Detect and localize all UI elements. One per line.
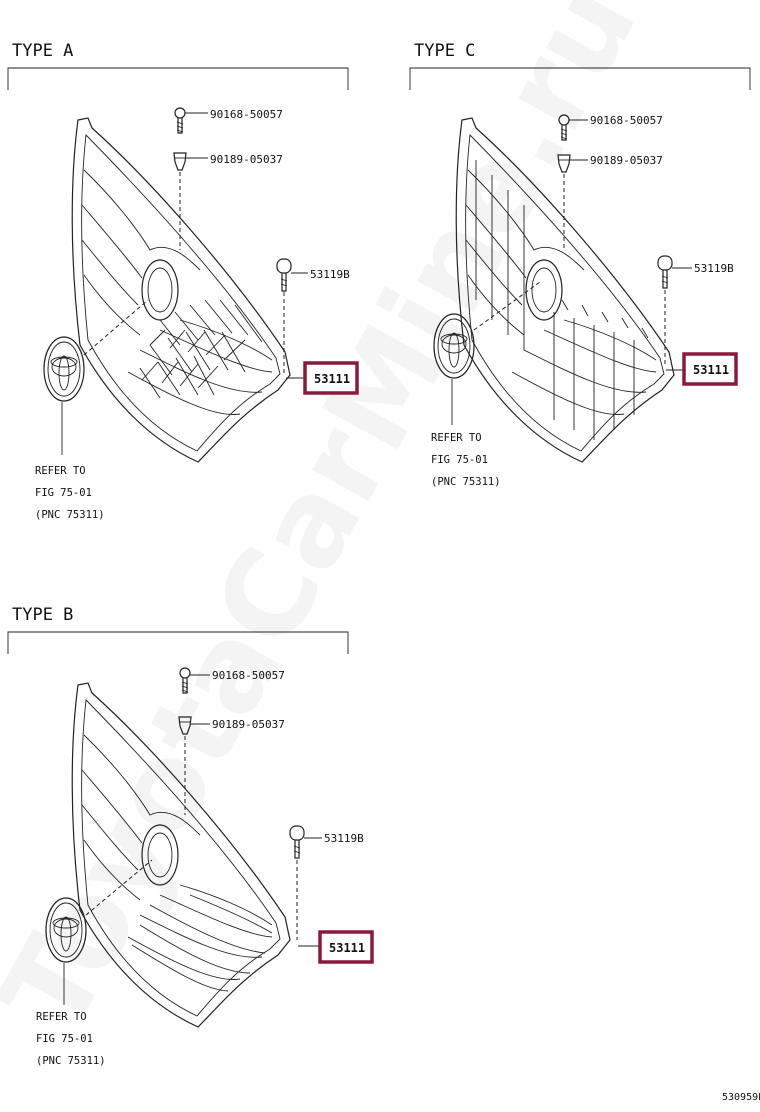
panel-bracket (409, 67, 751, 90)
refer-line: REFER TO (35, 465, 86, 477)
panel-type-b: TYPE B 90168-50057 90189-05037 53119B 53… (7, 605, 374, 1067)
panel-type-a: TYPE A 90168-50057 90189-05037 53119B 53… (7, 41, 359, 521)
refer-line: FIG 75-01 (36, 1033, 93, 1045)
grille-type-c (455, 117, 675, 463)
refer-line: FIG 75-01 (35, 487, 92, 499)
refer-line: FIG 75-01 (431, 454, 488, 466)
grille-callout-box[interactable] (318, 930, 374, 964)
retainer-icon (289, 825, 305, 859)
refer-line: REFER TO (36, 1011, 87, 1023)
screw-icon (174, 107, 186, 134)
panel-bracket (7, 631, 349, 654)
part-label-retainer: 53119B (694, 262, 734, 275)
grille-type-b (71, 682, 291, 1028)
watermark-text: ToyotaCarMine.ru (0, 0, 663, 1054)
emblem (43, 336, 85, 402)
part-label-clip: 90189-05037 (590, 154, 663, 167)
part-label-retainer: 53119B (310, 268, 350, 281)
part-label-grille[interactable]: 53111 (329, 941, 365, 955)
part-label-screw: 90168-50057 (210, 108, 283, 121)
refer-line: (PNC 75311) (36, 1055, 106, 1067)
grille-callout-box[interactable] (682, 352, 738, 386)
panel-bracket (7, 67, 349, 90)
clip-icon (173, 152, 187, 171)
panel-title: TYPE C (414, 41, 475, 61)
panel-type-c: TYPE C 90168-50057 90189-05037 53119B 53… (409, 41, 751, 488)
part-label-grille[interactable]: 53111 (314, 372, 350, 386)
retainer-icon (276, 258, 292, 292)
part-label-screw: 90168-50057 (212, 669, 285, 682)
refer-line: (PNC 75311) (431, 476, 501, 488)
panel-title: TYPE B (12, 605, 73, 625)
part-label-clip: 90189-05037 (210, 153, 283, 166)
retainer-icon (657, 255, 673, 289)
refer-line: (PNC 75311) (35, 509, 105, 521)
part-label-grille[interactable]: 53111 (693, 363, 729, 377)
part-label-clip: 90189-05037 (212, 718, 285, 731)
grille-callout-box[interactable] (303, 361, 359, 395)
panel-title: TYPE A (12, 41, 73, 61)
diagram-code: 530959E (722, 1092, 760, 1103)
refer-line: REFER TO (431, 432, 482, 444)
part-label-retainer: 53119B (324, 832, 364, 845)
part-label-screw: 90168-50057 (590, 114, 663, 127)
